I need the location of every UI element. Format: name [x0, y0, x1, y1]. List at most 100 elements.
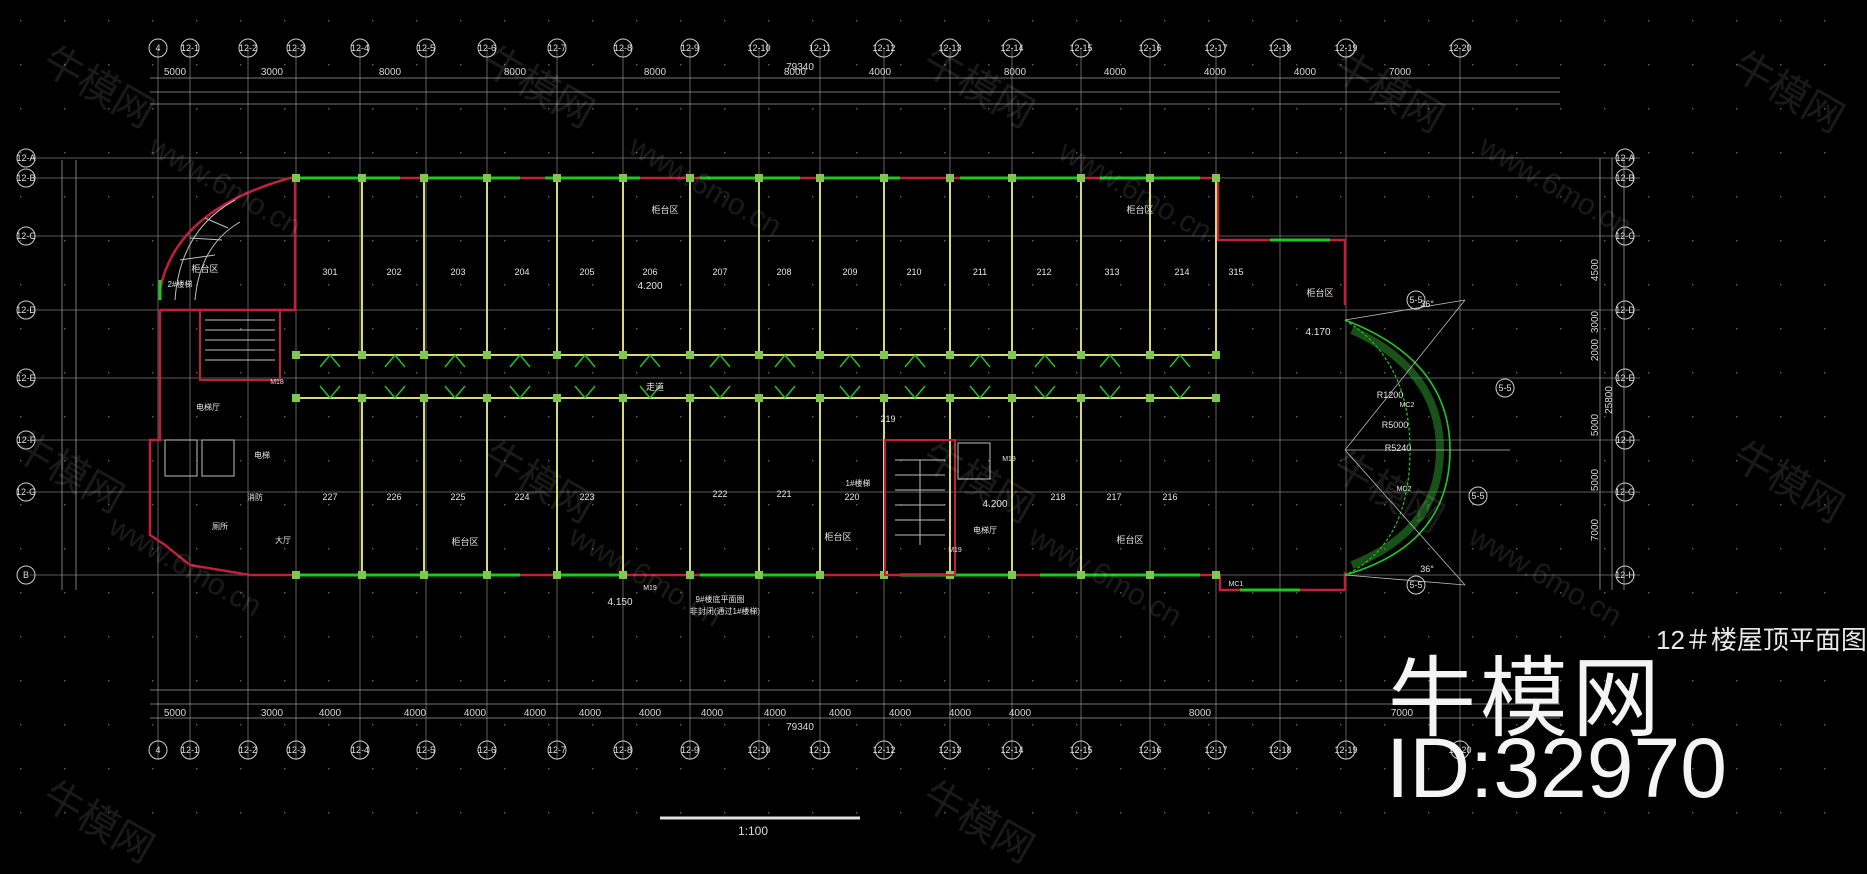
grid-bubble	[350, 740, 370, 760]
grid-dot	[64, 504, 66, 506]
grid-dot	[1516, 636, 1518, 638]
grid-dot	[240, 680, 242, 682]
grid-dot	[460, 768, 462, 770]
grid-dot	[460, 20, 462, 22]
column	[1146, 174, 1154, 182]
grid-dot	[768, 636, 770, 638]
grid-dot	[768, 680, 770, 682]
door-tag: MC1	[1229, 581, 1244, 588]
grid-dot	[1296, 460, 1298, 462]
grid-bubble	[1206, 740, 1226, 760]
dimension-text: 5000	[1590, 413, 1601, 436]
column	[1077, 571, 1085, 579]
grid-bubble	[16, 168, 36, 188]
grid-dot	[988, 812, 990, 814]
grid-dot	[108, 680, 110, 682]
room-number: 204	[514, 267, 529, 277]
column	[292, 394, 300, 402]
grid-dot	[284, 812, 286, 814]
grid-bubble-label: 12-2	[239, 745, 257, 755]
grid-dot	[548, 680, 550, 682]
grid-dot	[592, 768, 594, 770]
grid-dot	[1120, 592, 1122, 594]
grid-dot	[812, 284, 814, 286]
grid-dot	[152, 416, 154, 418]
room-number: 220	[844, 492, 859, 502]
grid-bubble-label: 12-5	[417, 745, 435, 755]
grid-dot	[328, 636, 330, 638]
door-swing	[969, 354, 991, 368]
grid-dot	[1384, 724, 1386, 726]
grid-dot	[856, 592, 858, 594]
grid-dot	[1384, 20, 1386, 22]
dimension-text: 25800	[1604, 386, 1615, 414]
grid-dot	[680, 240, 682, 242]
grid-dot	[1252, 20, 1254, 22]
grid-dot	[1692, 152, 1694, 154]
grid-dot	[1208, 64, 1210, 66]
grid-dot	[1296, 20, 1298, 22]
grid-dot	[1032, 724, 1034, 726]
grid-bubble-label: 12-4	[351, 43, 369, 53]
grid-dot	[1824, 284, 1826, 286]
grid-dot	[1560, 680, 1562, 682]
grid-dot	[20, 460, 22, 462]
grid-dot	[460, 504, 462, 506]
grid-dot	[1780, 108, 1782, 110]
grid-dot	[1648, 768, 1650, 770]
grid-dot	[1252, 592, 1254, 594]
angle-label: 36°	[1420, 564, 1434, 574]
grid-dot	[724, 416, 726, 418]
grid-dot	[240, 548, 242, 550]
grid-dot	[592, 196, 594, 198]
column	[1212, 394, 1220, 402]
grid-bubble-label: 12-20	[1448, 43, 1471, 53]
grid-dot	[724, 724, 726, 726]
grid-bubble-label: 12-7	[548, 43, 566, 53]
grid-bubble-label: 12-D	[16, 305, 36, 315]
grid-dot	[240, 64, 242, 66]
grid-dot	[680, 724, 682, 726]
dimension-text: 3000	[261, 708, 284, 719]
grid-bubble	[1450, 740, 1470, 760]
grid-bubble	[680, 38, 700, 58]
grid-dot	[1824, 768, 1826, 770]
grid-dot	[1164, 768, 1166, 770]
grid-dot	[1296, 152, 1298, 154]
grid-dot	[1120, 20, 1122, 22]
background-dot-grid	[20, 20, 1826, 814]
dimension-text: 4000	[1104, 67, 1127, 78]
grid-dot	[636, 636, 638, 638]
section-mark	[1406, 575, 1426, 595]
grid-dot	[1164, 108, 1166, 110]
door-swing	[509, 385, 531, 399]
section-mark-label: 5-5	[1471, 491, 1484, 501]
grid-dot	[724, 504, 726, 506]
dimension-text: 2000	[1590, 338, 1601, 361]
grid-bubble-label: 12-18	[1268, 745, 1291, 755]
grid-dot	[372, 504, 374, 506]
grid-dot	[1340, 724, 1342, 726]
grid-dot	[1472, 284, 1474, 286]
grid-dot	[1032, 64, 1034, 66]
dimension-text: 4000	[869, 67, 892, 78]
grid-dot	[592, 812, 594, 814]
grid-dot	[1164, 812, 1166, 814]
grid-dot	[152, 592, 154, 594]
grid-dot	[1340, 64, 1342, 66]
column	[686, 394, 694, 402]
grid-dot	[1692, 548, 1694, 550]
dimension-text: 4000	[949, 708, 972, 719]
column	[553, 351, 561, 359]
room-number: 211	[973, 267, 987, 277]
column	[1008, 174, 1016, 182]
grid-dot	[1208, 724, 1210, 726]
grid-dot	[1692, 592, 1694, 594]
grid-dot	[1120, 64, 1122, 66]
grid-dot	[1736, 592, 1738, 594]
grid-dot	[196, 196, 198, 198]
grid-dot	[1472, 240, 1474, 242]
door-swing	[1169, 354, 1191, 368]
grid-dot	[944, 592, 946, 594]
